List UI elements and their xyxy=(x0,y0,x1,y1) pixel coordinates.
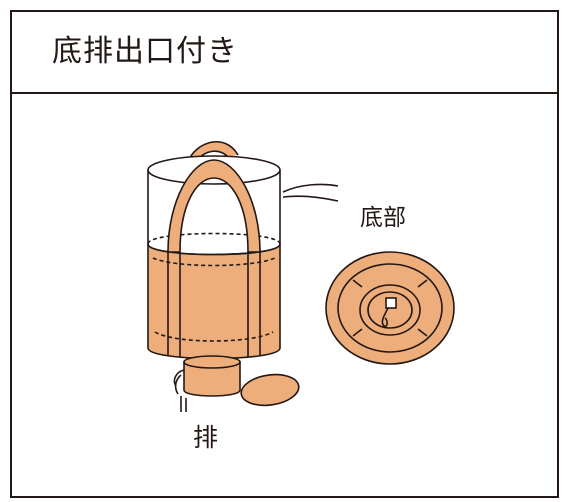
discharge-spout xyxy=(183,361,241,397)
bag-figure xyxy=(147,141,339,412)
diagram-frame: 底排出口付き xyxy=(10,10,559,498)
header-bar: 底排出口付き xyxy=(12,12,557,94)
bottom-view xyxy=(325,251,455,365)
outlet-cover xyxy=(240,373,300,407)
bottom-view-label: 底部 xyxy=(360,205,406,231)
outlet-label: 排 xyxy=(193,423,219,452)
page-title: 底排出口付き xyxy=(52,34,238,69)
fill-line xyxy=(147,232,281,245)
front-lift-loop xyxy=(167,159,261,253)
